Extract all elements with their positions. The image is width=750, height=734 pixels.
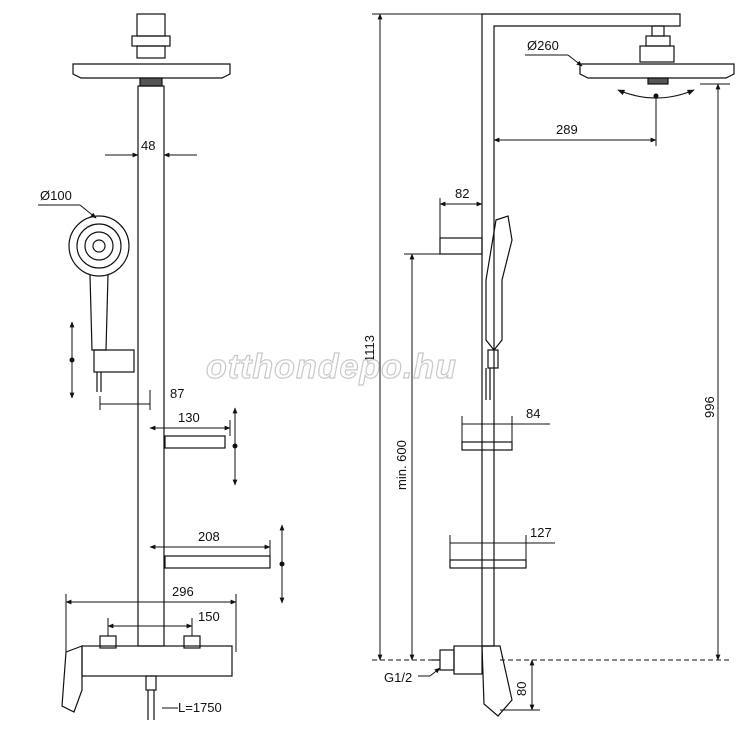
dim-bar-width: 48 xyxy=(141,138,155,153)
front-shelf-small xyxy=(164,435,226,449)
front-mixer xyxy=(61,635,233,720)
side-shower-head xyxy=(579,63,735,79)
dim-min-height: min. 600 xyxy=(394,440,409,490)
side-holder xyxy=(439,237,483,255)
dim-shelf-small-depth: 84 xyxy=(526,406,540,421)
front-adjust-dot-3 xyxy=(279,561,285,567)
side-view xyxy=(432,13,735,717)
side-top-arm xyxy=(481,13,681,647)
front-view xyxy=(61,13,271,720)
front-shower-head xyxy=(72,63,231,79)
dim-shelf-small-width: 130 xyxy=(178,410,200,425)
watermark: otthondepo.hu xyxy=(206,348,457,386)
front-ceiling-connector xyxy=(131,13,171,59)
front-hand-shower xyxy=(68,215,135,392)
front-dimensions xyxy=(38,145,285,709)
dim-thread: G1/2 xyxy=(384,670,412,685)
front-shelf-large xyxy=(164,555,271,569)
dim-shelf-large-depth: 127 xyxy=(530,525,552,540)
dim-head-diameter: Ø260 xyxy=(527,38,559,53)
dim-inlet-height: 80 xyxy=(514,682,529,696)
dim-total-height: 1113 xyxy=(362,335,377,362)
side-shelf-large xyxy=(449,559,527,569)
side-hand-shower xyxy=(485,215,513,351)
dim-handshower-diameter: Ø100 xyxy=(40,188,72,203)
dim-shelf-large-width: 208 xyxy=(198,529,220,544)
dim-holder-projection: 82 xyxy=(455,186,469,201)
front-shower-bar xyxy=(137,85,165,647)
dim-hose-length: L=1750 xyxy=(178,700,222,715)
dim-head-height: 996 xyxy=(702,396,717,418)
dim-head-projection: 289 xyxy=(556,122,578,137)
dim-connection-spacing: 150 xyxy=(198,609,220,624)
dim-mixer-width: 296 xyxy=(172,584,194,599)
front-adjust-dot-1 xyxy=(69,357,75,363)
side-shelf-small xyxy=(461,441,513,451)
side-dimensions xyxy=(372,13,730,711)
front-adjust-dot-2 xyxy=(232,443,238,449)
side-mixer xyxy=(432,645,513,717)
dim-holder-offset: 87 xyxy=(170,386,184,401)
